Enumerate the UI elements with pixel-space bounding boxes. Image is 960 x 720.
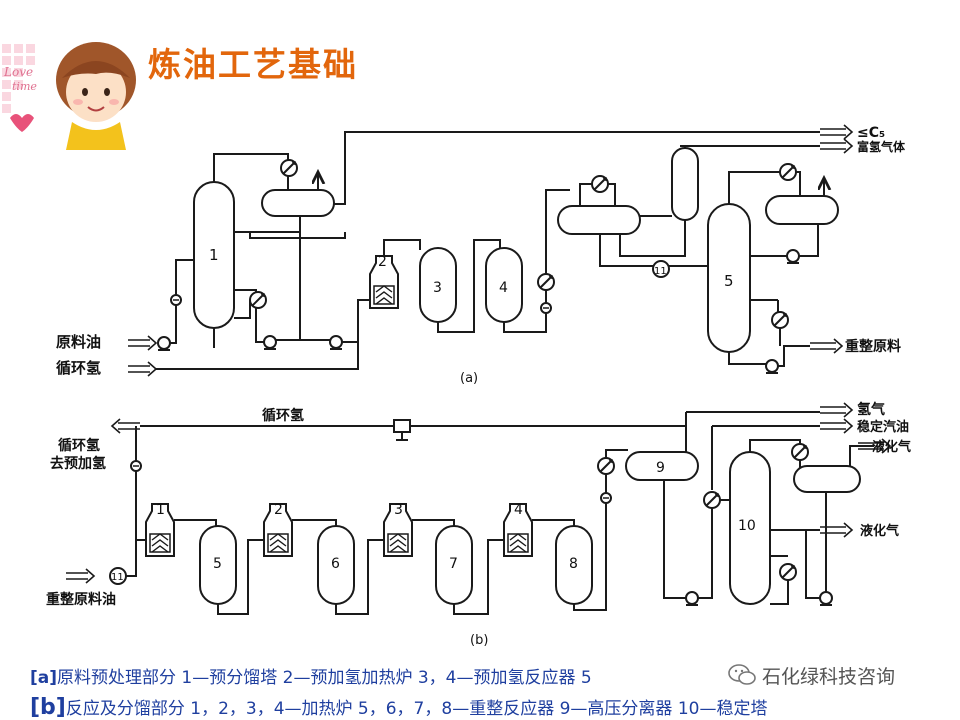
tower-1-label: 1 bbox=[209, 246, 219, 264]
bangs bbox=[62, 61, 130, 78]
wechat-icon bbox=[728, 664, 756, 685]
heart-icon bbox=[10, 114, 34, 132]
time-text: time bbox=[12, 80, 37, 93]
meter-b1-icon bbox=[600, 492, 612, 504]
tower-10-label: 10 bbox=[738, 518, 756, 534]
exchanger-b1-icon bbox=[703, 491, 721, 509]
pump-b1-icon bbox=[685, 591, 699, 606]
cooler-a3-icon bbox=[591, 175, 609, 193]
reactor-3-label: 3 bbox=[433, 280, 442, 296]
recycle-h2-label-a: 循环氢 bbox=[56, 359, 101, 377]
reformed-feed-label: 重整原料油 bbox=[46, 591, 116, 608]
reboiler-a5-icon bbox=[771, 311, 789, 329]
feed-meter-icon bbox=[170, 294, 182, 306]
hydrogen-label: 氢气 bbox=[857, 401, 885, 418]
valve-11-a bbox=[652, 260, 670, 278]
cooler-a2-icon bbox=[537, 273, 555, 291]
cartoon-girl-decoration: Love time bbox=[2, 42, 136, 150]
lpg-mid-arrow-icon bbox=[819, 522, 853, 538]
caption-a-text: 原料预处理部分 1—预分馏塔 2—预加氢加热炉 3，4—预加氢反应器 5 bbox=[57, 668, 592, 688]
rich-h2-arrow-icon bbox=[819, 138, 853, 154]
hp-separator-9 bbox=[625, 451, 699, 481]
watermark: 石化绿科技咨询 bbox=[728, 660, 960, 690]
caption-part-b: [b]反应及分馏部分 1，2，3，4—加热炉 5，6，7，8—重整反应器 9—高… bbox=[30, 694, 767, 720]
reactor-b6-label: 6 bbox=[331, 556, 340, 572]
heater-2-label: 2 bbox=[378, 254, 387, 270]
shirt bbox=[66, 122, 126, 150]
reactor-b7-label: 7 bbox=[449, 556, 458, 572]
pump-b2-icon bbox=[819, 591, 833, 606]
condenser-a1-icon bbox=[280, 159, 298, 177]
cooler-b1-icon bbox=[597, 457, 615, 475]
reflux-drum-a1 bbox=[261, 189, 335, 217]
condenser-a4-icon bbox=[779, 163, 797, 181]
reformed-feed-arrow-icon bbox=[65, 568, 95, 584]
face bbox=[66, 62, 126, 122]
wash-column-a bbox=[671, 147, 699, 221]
heater-b4-label: 4 bbox=[514, 502, 523, 518]
tower-5-label: 5 bbox=[724, 272, 734, 290]
stable-gasoline-label: 稳定汽油 bbox=[857, 419, 909, 435]
reactor-b5-label: 5 bbox=[213, 556, 222, 572]
recycle-h2-arrow-icon bbox=[127, 361, 157, 377]
reflux-drum-a2 bbox=[765, 195, 839, 225]
pump-a3-icon bbox=[786, 249, 800, 264]
hydrogen-arrow-icon bbox=[819, 402, 853, 418]
lpg-top-label: 液化气 bbox=[872, 439, 911, 455]
pump-a4-icon bbox=[765, 359, 779, 374]
compressor-b bbox=[393, 419, 411, 433]
pink-squares bbox=[2, 44, 35, 113]
feed-pump-icon bbox=[157, 336, 171, 351]
recycle-h2-label-b: 循环氢 bbox=[262, 407, 304, 424]
reboiler-b-icon bbox=[779, 563, 797, 581]
heater-b3-label: 3 bbox=[394, 502, 403, 518]
condenser-b2-icon bbox=[791, 443, 809, 461]
caption-b-text: 反应及分馏部分 1，2，3，4—加热炉 5，6，7，8—重整反应器 9—高压分离… bbox=[65, 699, 768, 719]
watermark-text: 石化绿科技咨询 bbox=[762, 665, 896, 688]
pump-a1-icon bbox=[263, 335, 277, 350]
reform-feed-label: 重整原料 bbox=[845, 338, 901, 355]
reactor-b8-label: 8 bbox=[569, 556, 578, 572]
lpg-mid-label: 液化气 bbox=[860, 523, 899, 539]
page-title: 炼油工艺基础 bbox=[148, 45, 358, 84]
process-flow-diagram: 1 ≤C₅ 富氢气体 原料油 bbox=[46, 124, 911, 648]
caption-b-bracket: [b] bbox=[30, 695, 66, 720]
caption-a-bracket: [a] bbox=[30, 668, 58, 688]
valve-11-label-b: 11 bbox=[111, 572, 124, 583]
feed-oil-label: 原料油 bbox=[56, 333, 101, 351]
rich-h2-label: 富氢气体 bbox=[857, 139, 906, 154]
caption-part-a: [a]原料预处理部分 1—预分馏塔 2—预加氢加热炉 3，4—预加氢反应器 5 bbox=[30, 663, 592, 688]
diagram-b-sublabel: (b) bbox=[470, 633, 488, 648]
to-prehydro-label-1: 循环氢 bbox=[58, 437, 100, 454]
heater-b2-label: 2 bbox=[274, 502, 283, 518]
diagram-b: 循环氢 循环氢 去预加氢 氢气 稳定汽油 重整原料油 11 1 bbox=[46, 401, 911, 648]
stable-gasoline-arrow-icon bbox=[819, 418, 853, 434]
separator-drum-a bbox=[557, 205, 641, 235]
heater-b1-label: 1 bbox=[156, 502, 165, 518]
reboiler-a1-icon bbox=[249, 291, 267, 309]
recycle-meter-b-icon bbox=[130, 460, 142, 472]
reactor-4-label: 4 bbox=[499, 280, 508, 296]
c5-label: ≤C₅ bbox=[857, 125, 885, 141]
separator-9-label: 9 bbox=[656, 460, 665, 476]
valve-11-label-a: 11 bbox=[654, 266, 667, 277]
diagram-a: 1 ≤C₅ 富氢气体 原料油 bbox=[56, 124, 906, 386]
meter-a2-icon bbox=[540, 302, 552, 314]
to-prehydro-label-2: 去预加氢 bbox=[50, 455, 106, 472]
feed-oil-arrow-icon bbox=[127, 335, 157, 351]
pump-a2-icon bbox=[329, 335, 343, 350]
diagram-a-sublabel: (a) bbox=[460, 371, 478, 386]
reform-feed-arrow-icon bbox=[809, 338, 843, 354]
love-text: Love bbox=[3, 65, 33, 79]
c5-outlet-arrow-icon bbox=[819, 124, 853, 140]
reflux-drum-b bbox=[793, 465, 861, 493]
